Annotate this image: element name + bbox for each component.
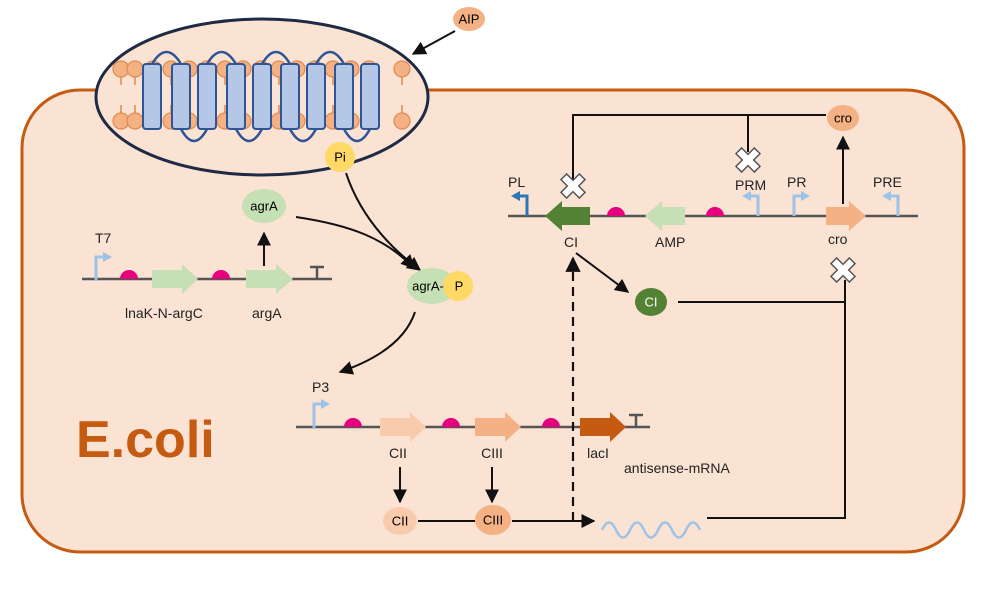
transmembrane-helix — [360, 63, 380, 130]
aip-binding-arrow — [411, 30, 456, 55]
ci-label: CI — [645, 295, 658, 310]
mrna-inhibition-line — [707, 280, 846, 519]
transmembrane-helix — [306, 63, 326, 130]
pl-promoter-icon — [518, 194, 529, 216]
ci-gene-arrow — [545, 201, 590, 231]
organism-label: E.coli — [76, 411, 215, 469]
block-cross-icon — [734, 146, 762, 174]
pre-promoter-label: PRE — [873, 174, 902, 190]
cii-gene-label: CII — [389, 445, 407, 461]
helix-loop — [150, 50, 183, 65]
pi-transfer-arrow — [345, 172, 422, 271]
laci-gene-arrow — [580, 412, 626, 442]
cro-gene-arrow — [826, 201, 866, 231]
amp-gene-arrow — [645, 201, 685, 231]
antisense-mrna-label: antisense-mRNA — [624, 460, 730, 476]
cro-gene-label: cro — [828, 231, 848, 247]
operon-t7: T7 lnaK-N-argC argA — [82, 230, 332, 321]
arga-gene-label: argA — [252, 305, 282, 321]
agra-p-label: agrA- — [412, 279, 444, 294]
lipid-head — [126, 60, 144, 78]
block-cross-icon — [559, 172, 587, 200]
rbs-icon — [542, 418, 560, 427]
helix-loop — [260, 50, 292, 65]
ciii-gene-label: CIII — [481, 445, 503, 461]
ci-gene-label: CI — [564, 234, 578, 250]
rbs-icon — [344, 418, 362, 427]
rbs-icon — [607, 207, 625, 216]
rbs-icon — [120, 270, 138, 279]
lipid-head — [393, 112, 411, 130]
t7-promoter-icon — [94, 255, 106, 281]
terminator-icon — [629, 413, 643, 427]
membrane-receptor — [94, 17, 430, 177]
transmembrane-helix — [226, 63, 246, 130]
p3-promoter-icon — [312, 402, 324, 429]
aip-molecule: AIP — [453, 7, 485, 31]
cii-label: CII — [392, 514, 409, 529]
repression-markers — [559, 146, 857, 284]
operon-p3: P3 CII CIII lacI — [296, 379, 650, 461]
aip-label: AIP — [459, 12, 480, 27]
helix-loop — [342, 128, 372, 143]
helix-loop — [205, 50, 238, 65]
cro-label: cro — [834, 111, 852, 126]
agra-phosphorylation-arrow — [295, 216, 415, 270]
cii-gene-arrow — [380, 412, 426, 442]
cro-protein: cro — [827, 105, 859, 131]
cro-repression-line — [572, 114, 826, 180]
lnak-gene-arrow — [152, 264, 198, 294]
amp-gene-label: AMP — [655, 234, 685, 250]
helix-loop — [179, 128, 209, 143]
helix-loop — [288, 128, 318, 143]
block-cross-icon — [829, 256, 857, 284]
rbs-icon — [706, 207, 724, 216]
transmembrane-helix — [197, 63, 217, 130]
prm-promoter-label: PRM — [735, 177, 766, 193]
agra-p-activation-arrow — [338, 311, 416, 375]
lipid-head — [126, 112, 144, 130]
operon-lambda: PL CI AMP PRM PR cro PRE — [508, 174, 918, 250]
transmembrane-helix — [142, 63, 162, 130]
pi-molecule: Pi — [325, 142, 355, 172]
rbs-icon — [442, 418, 460, 427]
pr-promoter-label: PR — [787, 174, 806, 190]
transmembrane-helix — [334, 63, 354, 130]
helix-loop — [314, 50, 346, 65]
pr-promoter-icon — [792, 194, 804, 216]
transmembrane-helices — [142, 50, 380, 143]
antisense-mrna-wave — [600, 521, 702, 539]
cii-protein: CII — [383, 507, 417, 535]
agra-protein: agrA — [242, 189, 286, 223]
agra-p-complex: agrA- P — [407, 268, 473, 304]
lnak-gene-label: lnaK-N-argC — [125, 305, 203, 321]
pre-promoter-icon — [888, 194, 900, 216]
helix-loop — [234, 128, 264, 143]
pl-promoter-label: PL — [508, 174, 525, 190]
pi-label: Pi — [334, 150, 346, 165]
phosphate-label: P — [455, 279, 464, 294]
terminator-icon — [310, 265, 324, 279]
agra-label: agrA — [250, 199, 278, 214]
ciii-protein: CIII — [475, 505, 511, 535]
lipid-head — [393, 60, 411, 78]
laci-gene-label: lacI — [587, 445, 609, 461]
transmembrane-helix — [171, 63, 191, 130]
transmembrane-helix — [252, 63, 272, 130]
ci-expression-arrow — [575, 252, 630, 293]
ci-protein: CI — [635, 288, 667, 316]
transmembrane-helix — [280, 63, 300, 130]
t7-promoter-label: T7 — [95, 230, 112, 246]
rbs-icon — [212, 270, 230, 279]
ciii-label: CIII — [483, 513, 503, 528]
arga-gene-arrow — [246, 264, 293, 294]
prm-promoter-icon — [748, 194, 760, 216]
p3-promoter-label: P3 — [312, 379, 329, 395]
ciii-gene-arrow — [475, 412, 521, 442]
